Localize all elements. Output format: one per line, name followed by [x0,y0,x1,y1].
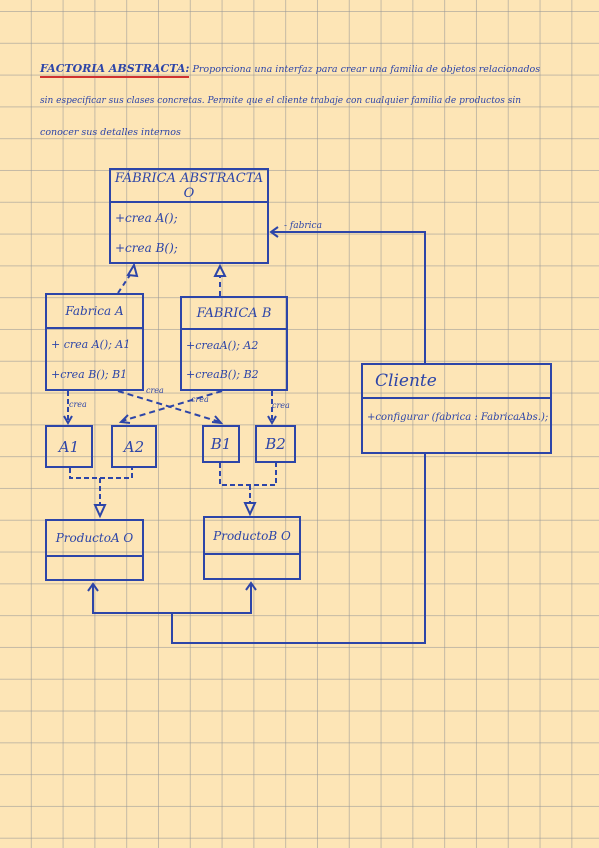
producto-a-name: ProductoA O [47,521,142,557]
label-crea-cross-1: crea [146,386,164,395]
a-realize-line [69,468,133,479]
client-assoc-arrow [269,226,279,238]
producto-a-class: ProductoA O [45,519,144,581]
intro-line-2: sin especificar sus clases concretas. Pe… [40,96,521,106]
inherit-b-arrowhead [213,263,227,277]
abstract-factory-name: FÁBRICA ABSTRACTA O [111,170,267,203]
factory-b-op-a: +creaA(); A2 [186,338,259,352]
label-crea-b2: crea [272,401,290,410]
client-class: Cliente +configurar (fabrica : FabricaAb… [361,363,552,454]
create-a2-arrow [118,414,131,424]
client-name: Cliente [363,365,550,399]
client-products-line [92,454,426,644]
intro-line-3: conocer sus detalles internos [40,127,181,138]
inherit-a-arrowhead [126,262,139,278]
factory-b-op-b: +creaB(); B2 [186,368,259,381]
b-realize-line [219,463,277,486]
product-a2: A2 [111,425,157,468]
product-b2: B2 [255,425,296,463]
a-realize-arrowhead [93,504,107,519]
client-producto-a-arrow [87,582,99,592]
create-b1-arrow [211,415,224,425]
factory-b-class: FABRICA B +creaA(); A2 +creaB(); B2 [180,296,288,391]
create-a1-arrow [63,415,73,426]
b-realize-arrowhead [243,502,257,517]
client-op-configure: +configurar (fabrica : FabricaAbs.); [367,411,549,423]
abstract-factory-class: FÁBRICA ABSTRACTA O +crea A(); +crea B()… [109,168,269,264]
product-b1: B1 [202,425,240,463]
create-a2-line [121,390,223,422]
factory-a-op-a: + crea A(); A1 [51,337,131,351]
factory-a-name: Fabrica A [47,295,142,329]
abstract-factory-op-b: +crea B(); [115,240,178,255]
intro-line-1: FACTORIA ABSTRACTA: Proporciona una inte… [40,62,570,78]
label-crea-a1: crea [69,400,87,409]
intro-text-1: Proporciona una interfaz para crear una … [192,64,541,75]
producto-b-class: ProductoB O [203,516,301,580]
create-b2-arrow [267,415,277,426]
abstract-factory-op-a: +crea A(); [115,211,178,225]
producto-b-name: ProductoB O [205,518,299,555]
factory-a-op-b: +crea B(); B1 [51,367,128,381]
label-fabrica: - fabrica [284,221,322,231]
factory-a-class: Fabrica A + crea A(); A1 +crea B(); B1 [45,293,144,391]
client-assoc-line [271,231,426,363]
factory-b-name: FABRICA B [182,298,286,330]
client-producto-b-arrow [245,581,257,591]
product-a1: A1 [45,425,93,468]
client-producto-b-branch [172,583,252,614]
label-crea-cross-2: crea [191,395,209,404]
intro-title: FACTORIA ABSTRACTA: [40,62,190,78]
